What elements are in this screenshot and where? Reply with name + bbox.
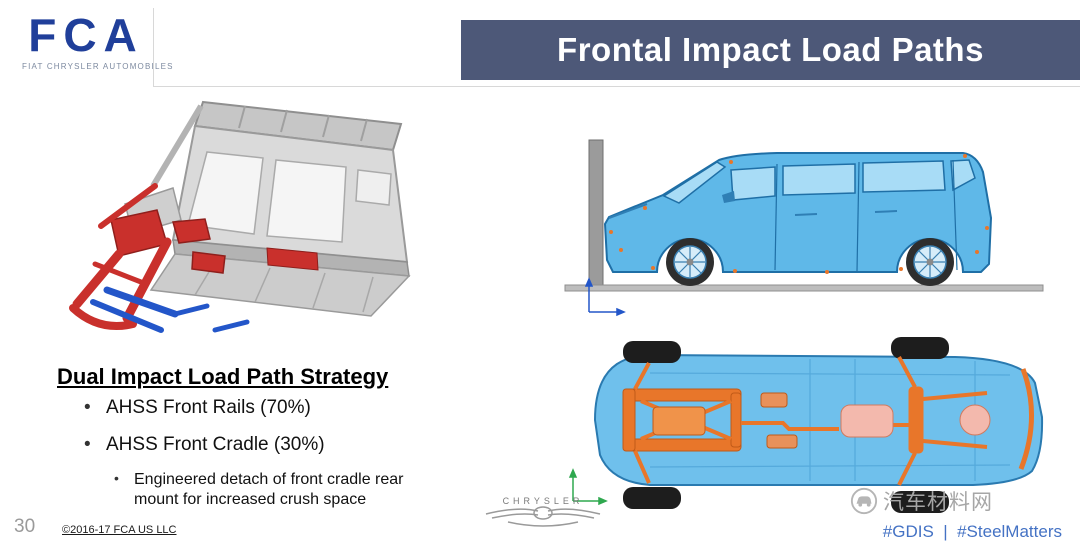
strategy-heading: Dual Impact Load Path Strategy — [57, 364, 389, 389]
page-number: 30 — [14, 516, 36, 537]
bullet-text: AHSS Front Rails (70%) — [106, 397, 311, 418]
biw-red-front-rails — [69, 183, 226, 330]
contact-markers — [609, 154, 989, 274]
rear-suspension-highlight — [897, 356, 991, 486]
watermark: 汽车材料网 — [850, 486, 993, 516]
watermark-logo-icon — [850, 487, 878, 515]
bullet-marker — [114, 470, 134, 510]
chrysler-wordmark: CHRYSLER — [503, 496, 584, 506]
biw-gray-cabin — [124, 100, 411, 317]
mid-components — [760, 392, 798, 449]
biw-blue-front-cradle — [90, 286, 250, 333]
bullet-marker — [84, 433, 106, 457]
watermark-text: 汽车材料网 — [883, 491, 993, 514]
bullet-marker — [84, 396, 106, 420]
slide-title: Frontal Impact Load Paths — [557, 31, 984, 68]
ground — [564, 284, 1044, 292]
front-wheel — [666, 238, 714, 286]
rear-bumper-beam — [1018, 368, 1035, 470]
muffler — [840, 404, 894, 438]
chrysler-wings-icon — [485, 506, 601, 527]
side-mirror — [722, 191, 735, 203]
header-horizontal-rule — [153, 86, 1080, 87]
bullet-item: AHSS Front Cradle (30%) — [84, 433, 504, 457]
rear-wheel — [906, 238, 954, 286]
axis-triad-icon — [584, 277, 626, 317]
chrysler-badge: CHRYSLER — [485, 496, 601, 527]
crash-wall — [588, 139, 604, 286]
sub-bullet-text: Engineered detach of front cradle rear m… — [134, 470, 404, 508]
exhaust-line — [741, 421, 911, 431]
axis-triad-icon — [568, 468, 608, 506]
side-impact-simulation-image — [564, 139, 1044, 317]
underbody-shell — [593, 353, 1044, 486]
header-vertical-rule — [153, 8, 154, 86]
underbody-simulation-image — [568, 337, 1044, 513]
bullet-text: AHSS Front Cradle (30%) — [106, 433, 325, 455]
biw-red-rocker-patch — [266, 247, 319, 271]
fca-logo-subtitle: FIAT CHRYSLER AUTOMOBILES — [22, 62, 174, 71]
hashtags-text: #GDIS | #SteelMatters — [882, 522, 1062, 541]
bullet-list: AHSS Front Rails (70%) AHSS Front Cradle… — [84, 396, 504, 510]
underbody-wheels — [623, 337, 949, 513]
fca-logo: FCA FIAT CHRYSLER AUTOMOBILES — [22, 9, 174, 71]
slide-title-bar: Frontal Impact Load Paths — [461, 20, 1080, 80]
biw-structure-image — [69, 100, 411, 333]
sub-bullet-item: Engineered detach of front cradle rear m… — [114, 470, 444, 510]
front-cradle-highlight — [622, 362, 742, 484]
fca-brand-text: FCA — [28, 9, 144, 61]
bullet-item: AHSS Front Rails (70%) — [84, 396, 504, 420]
copyright-text: ©2016-17 FCA US LLC — [62, 524, 177, 536]
